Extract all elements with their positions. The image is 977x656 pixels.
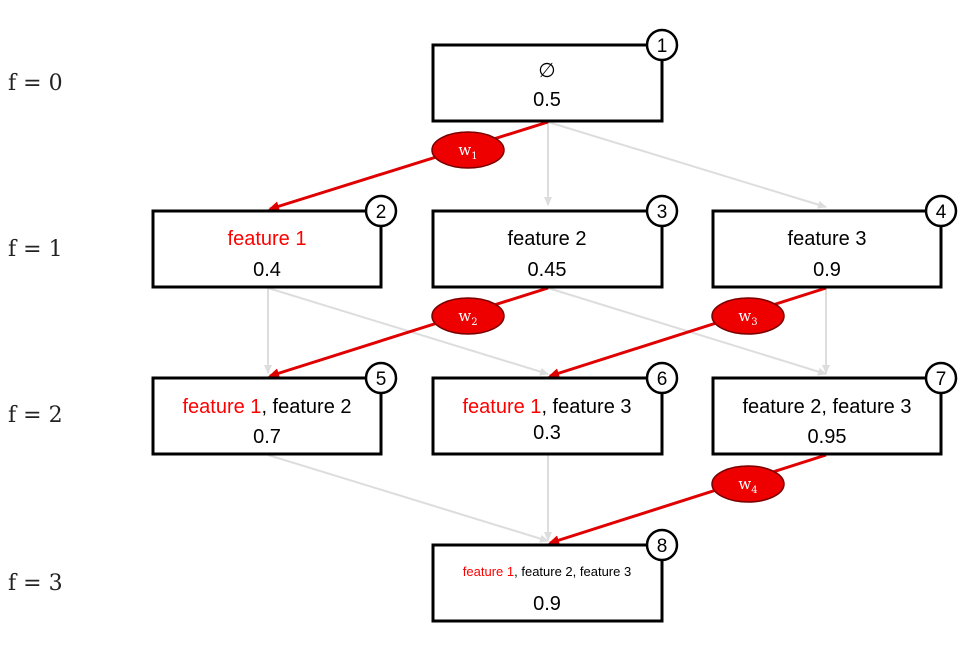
node-value: 0.5 xyxy=(533,89,561,111)
weight-w2: w2 xyxy=(431,297,505,335)
weight-label: w4 xyxy=(738,475,757,496)
node-number-badge xyxy=(645,28,679,62)
level-label-f0: f = 0 xyxy=(8,71,63,96)
node-features: feature 1, feature 2 xyxy=(182,396,351,418)
node-features: feature 2 xyxy=(508,228,587,250)
node-number: 5 xyxy=(376,369,387,390)
node-7: feature 2, feature 3 0.95 7 xyxy=(711,361,958,456)
node-features: feature 1 xyxy=(228,228,307,250)
weight-ellipse xyxy=(711,297,785,335)
weight-w4: w4 xyxy=(711,465,785,503)
weight-label: w3 xyxy=(738,307,757,328)
node-1: ∅ 0.5 1 xyxy=(431,28,679,123)
level-label-f2: f = 2 xyxy=(8,403,63,428)
node-number-badge xyxy=(924,361,958,395)
node-features: feature 3 xyxy=(788,228,867,250)
node-features: feature 1, feature 2, feature 3 xyxy=(463,564,631,579)
node-4: feature 3 0.9 4 xyxy=(711,194,958,289)
node-features: ∅ xyxy=(538,60,555,82)
edge-1-4 xyxy=(547,121,827,209)
node-features: feature 1, feature 3 xyxy=(462,396,631,418)
level-label-f3: f = 3 xyxy=(8,571,63,596)
weight-label: w2 xyxy=(458,307,477,328)
node-3: feature 2 0.45 3 xyxy=(431,194,679,289)
node-number: 3 xyxy=(657,202,668,223)
node-number: 7 xyxy=(936,369,947,390)
node-number-badge xyxy=(364,194,398,228)
node-features: feature 2, feature 3 xyxy=(742,396,911,418)
node-box xyxy=(431,376,664,456)
node-value: 0.3 xyxy=(533,422,561,444)
node-value: 0.9 xyxy=(813,259,841,281)
edge-5-8 xyxy=(267,454,549,543)
node-number-badge xyxy=(645,528,679,562)
node-value: 0.4 xyxy=(253,259,281,281)
edge-red-1-2 xyxy=(268,120,549,212)
weight-w3: w3 xyxy=(711,297,785,335)
node-box xyxy=(711,209,943,289)
node-box xyxy=(431,543,664,623)
node-2: feature 1 0.4 2 xyxy=(151,194,398,289)
level-label-f1: f = 1 xyxy=(8,237,63,262)
red-edges xyxy=(268,120,827,546)
weight-ellipse xyxy=(431,131,505,169)
node-value: 0.9 xyxy=(533,593,561,615)
node-value: 0.7 xyxy=(253,426,281,448)
node-number: 4 xyxy=(936,202,947,223)
node-value: 0.45 xyxy=(528,259,567,281)
node-box xyxy=(151,376,383,456)
node-box xyxy=(711,376,943,456)
node-value: 0.95 xyxy=(808,426,847,448)
node-number-badge xyxy=(645,361,679,395)
edge-red-4-6 xyxy=(548,286,827,379)
weight-ellipse xyxy=(711,465,785,503)
node-8: feature 1, feature 2, feature 3 0.9 8 xyxy=(431,528,679,623)
node-6: feature 1, feature 3 0.3 6 xyxy=(431,361,679,456)
node-box xyxy=(431,209,664,289)
weight-ellipse xyxy=(431,297,505,335)
edge-red-3-5 xyxy=(268,286,549,379)
node-number: 2 xyxy=(376,202,387,223)
node-box xyxy=(431,43,664,123)
node-box xyxy=(151,209,383,289)
node-number-badge xyxy=(364,361,398,395)
node-number: 8 xyxy=(657,536,668,557)
edge-red-7-8 xyxy=(548,453,827,546)
node-number: 1 xyxy=(657,36,668,57)
node-number: 6 xyxy=(657,369,668,390)
weight-label: w1 xyxy=(458,141,477,162)
node-number-badge xyxy=(645,194,679,228)
node-number-badge xyxy=(924,194,958,228)
node-5: feature 1, feature 2 0.7 5 xyxy=(151,361,398,456)
weight-w1: w1 xyxy=(431,131,505,169)
